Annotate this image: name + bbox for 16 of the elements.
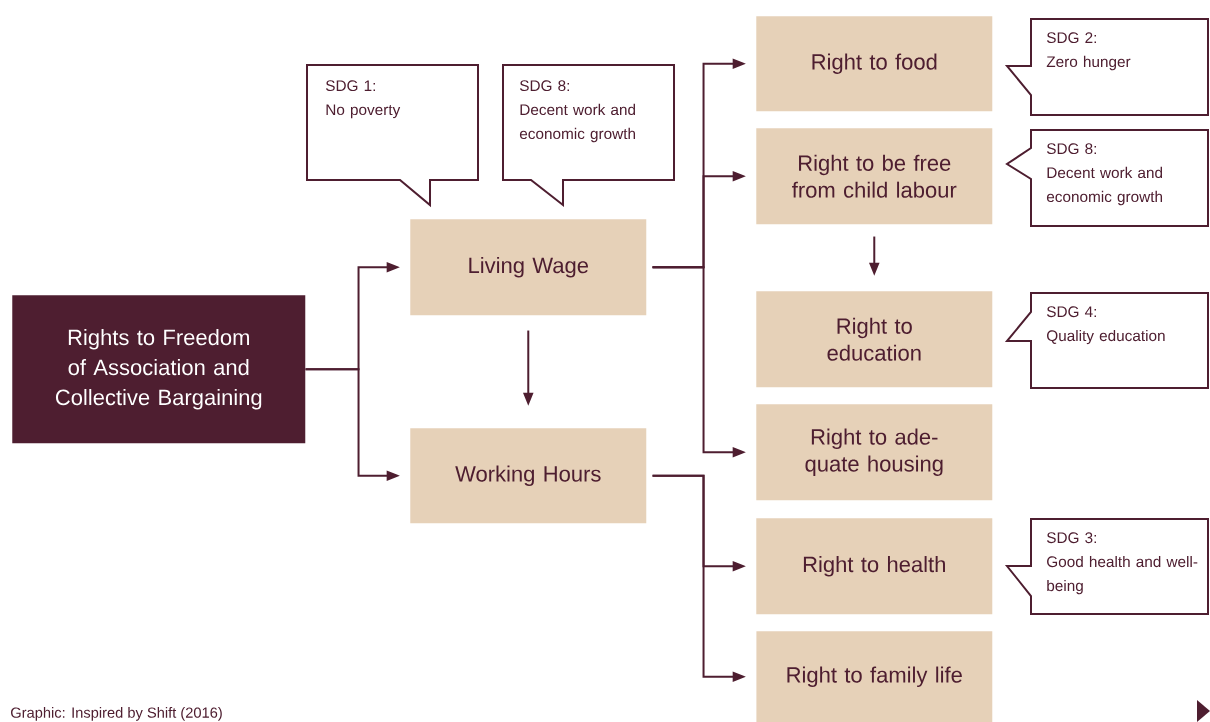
process-box: Right to education bbox=[756, 291, 993, 388]
process-box: Rights to Freedom of Association and Collective Bargaining bbox=[12, 295, 306, 444]
speech-bubble: SDG 1: No poverty bbox=[306, 64, 479, 208]
speech-bubble: SDG 4: Quality education bbox=[1004, 292, 1209, 389]
speech-bubble: SDG 8: Decent work and economic growth bbox=[1005, 129, 1209, 227]
speech-bubble: SDG 2: Zero hunger bbox=[1004, 18, 1209, 116]
process-box: Right to food bbox=[756, 16, 993, 112]
process-box: Living Wage bbox=[410, 219, 647, 316]
process-box: Right to ade- quate housing bbox=[756, 404, 993, 501]
process-box: Right to health bbox=[756, 518, 993, 615]
speech-bubble: SDG 8: Decent work and economic growth bbox=[502, 64, 675, 208]
caption: Graphic: Inspired by Shift (2016) bbox=[11, 707, 222, 721]
process-box: Working Hours bbox=[410, 428, 647, 524]
process-box: Right to be free from child labour bbox=[756, 128, 993, 225]
process-box: Right to family life bbox=[756, 631, 993, 722]
speech-bubble: SDG 3: Good health and well-being bbox=[1004, 518, 1209, 615]
